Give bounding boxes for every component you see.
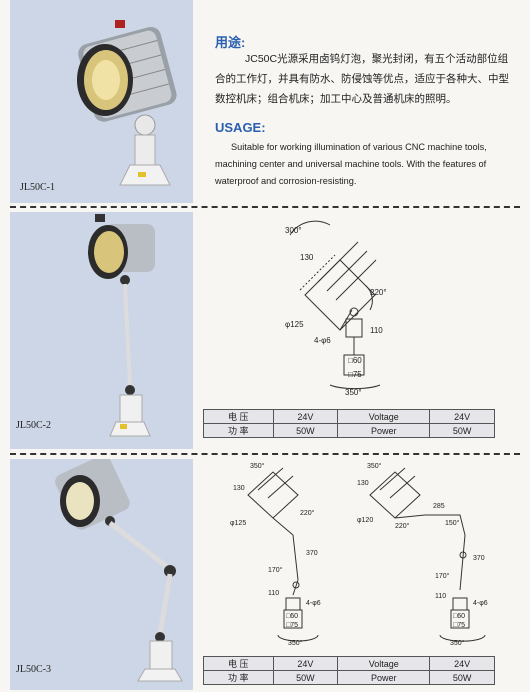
usage-body-zh: JC50C光源采用卤钨灯泡，聚光封闭，有五个活动部位组合的工作灯，并具有防水、防… bbox=[215, 53, 509, 105]
usage-title-en: USAGE: bbox=[215, 120, 266, 135]
voltage-value-en: 24V bbox=[429, 409, 495, 424]
dim3b-370: 370 bbox=[473, 555, 485, 562]
dim-350: 350° bbox=[345, 388, 362, 397]
dim3a-370: 370 bbox=[306, 550, 318, 557]
usage-body-en: Suitable for working illumination of var… bbox=[215, 142, 487, 186]
power-value-en: 50W bbox=[429, 423, 495, 438]
dim3b-150: 150° bbox=[445, 519, 460, 527]
dim3b-60: □60 bbox=[453, 613, 465, 620]
dim3b-350b: 350° bbox=[450, 639, 465, 647]
dim-60: □60 bbox=[348, 356, 362, 365]
dim3b-130: 130 bbox=[357, 480, 369, 487]
dim3b-285: 285 bbox=[433, 503, 445, 510]
usage-title-zh: 用途: bbox=[215, 35, 246, 50]
power-label-zh: 功 率 bbox=[203, 423, 274, 438]
dim3a-4phi6: 4-φ6 bbox=[306, 600, 321, 607]
power-label-en: Power bbox=[337, 423, 431, 438]
lamp-photo-2 bbox=[88, 214, 155, 437]
power-label-zh: 功 率 bbox=[203, 670, 274, 685]
dim3b-phi120: φ120 bbox=[357, 517, 373, 524]
dim3a-130: 130 bbox=[233, 485, 245, 492]
divider-1 bbox=[10, 206, 520, 208]
dim3b-75: □75 bbox=[453, 622, 465, 629]
dim3a-220: 220° bbox=[300, 509, 315, 517]
power-value-en: 50W bbox=[429, 670, 495, 685]
power-value: 50W bbox=[272, 423, 339, 438]
dim-110: 110 bbox=[370, 326, 383, 335]
dim-75: □75 bbox=[348, 370, 362, 379]
model-label-1: JL50C-1 bbox=[20, 182, 55, 193]
dim3a-60: □60 bbox=[286, 613, 298, 620]
dim3a-75: □75 bbox=[286, 622, 298, 629]
dim3b-110: 110 bbox=[435, 593, 446, 600]
dim3b-350: 350° bbox=[367, 462, 382, 470]
lamp-photo-3 bbox=[55, 459, 183, 682]
dim3b-170: 170° bbox=[435, 572, 450, 580]
divider-2 bbox=[10, 453, 520, 455]
dim3b-4phi6: 4-φ6 bbox=[473, 600, 488, 607]
voltage-value-en: 24V bbox=[429, 656, 495, 671]
voltage-label-en: Voltage bbox=[337, 409, 431, 424]
voltage-label-zh: 电 压 bbox=[203, 656, 274, 671]
model-label-2: JL50C-2 bbox=[16, 420, 51, 431]
dim3a-110: 110 bbox=[268, 590, 279, 597]
dim-130: 130 bbox=[300, 253, 314, 262]
technical-drawing-3a: 350° 130 φ125 220° 370 170° 110 4-φ6 □60… bbox=[230, 462, 321, 647]
dim3a-phi125: φ125 bbox=[230, 520, 246, 527]
model-label-3: JL50C-3 bbox=[16, 664, 51, 675]
technical-drawing-3b: 350° 130 220° 285 150° φ120 370 170° 110… bbox=[357, 462, 488, 647]
dim-220: 220° bbox=[370, 288, 387, 297]
technical-drawing-2: 300° 130 220° φ125 110 4-φ6 □60 □75 350° bbox=[285, 220, 387, 397]
lamp-photo-1 bbox=[77, 20, 177, 186]
voltage-label-zh: 电 压 bbox=[203, 409, 274, 424]
spec-table-2: 电 压 24V Voltage 24V 功 率 50W Power 50W bbox=[203, 656, 495, 685]
dim-4phi6: 4-φ6 bbox=[314, 336, 331, 345]
spec-table-1: 电 压 24V Voltage 24V 功 率 50W Power 50W bbox=[203, 409, 495, 438]
dim3a-350: 350° bbox=[250, 462, 265, 470]
dim3a-170: 170° bbox=[268, 566, 283, 574]
voltage-value: 24V bbox=[272, 409, 339, 424]
power-label-en: Power bbox=[337, 670, 431, 685]
voltage-value: 24V bbox=[272, 656, 339, 671]
dim3b-220: 220° bbox=[395, 522, 410, 530]
voltage-label-en: Voltage bbox=[337, 656, 431, 671]
dim3a-350b: 350° bbox=[288, 639, 303, 647]
dim-300: 300° bbox=[285, 226, 302, 235]
power-value: 50W bbox=[272, 670, 339, 685]
dim-phi125: φ125 bbox=[285, 320, 304, 329]
